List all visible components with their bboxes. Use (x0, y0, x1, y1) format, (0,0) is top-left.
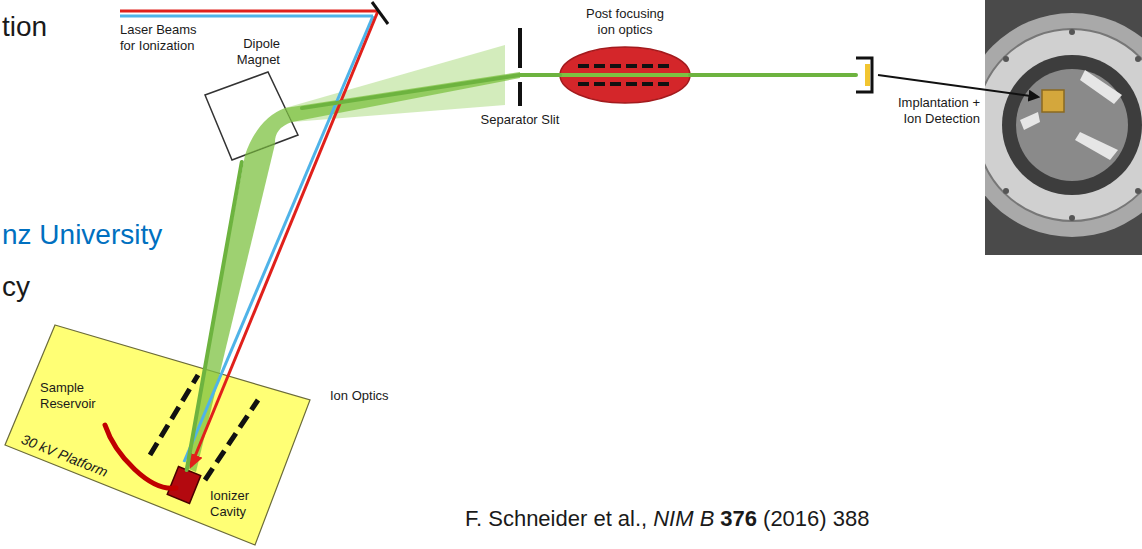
optics-electrode (578, 64, 672, 68)
optics-ellipse (560, 47, 690, 103)
part-label: Laser Beams for Ionization (120, 22, 212, 53)
cavity-body (167, 467, 200, 504)
slit-jaw (518, 82, 522, 106)
slide-text: cy (2, 270, 30, 304)
ionizer-cavity: Ionizer Cavity (172, 470, 196, 500)
detector-holder (856, 58, 872, 92)
implantation-foil (865, 64, 870, 86)
optics-electrode (578, 82, 672, 86)
laser-mirror (372, 2, 388, 24)
label-holder: cy (2, 270, 30, 304)
citation: F. Schneider et al.,NIM B376(2016) 388 (465, 506, 869, 532)
implantation-detector: Implantation + Ion Detection (856, 56, 874, 94)
ion-beam-bend (245, 108, 292, 155)
node-shape (856, 56, 874, 94)
label-holder: nz University (2, 218, 162, 252)
focusing-optics: Post focusing ion optics (560, 47, 690, 103)
laser-beam-red (120, 10, 378, 13)
platform-band: 30 kV PlatformIonizer Cavity (0, 320, 315, 549)
ion-beam (560, 73, 690, 77)
platform-outline (5, 325, 310, 545)
slide-text: tion (2, 10, 47, 44)
part-label: Sample Reservoir (40, 380, 102, 411)
node-label: Dipole Magnet (220, 36, 280, 67)
node-label: Implantation + Ion Detection (880, 95, 980, 126)
slide-text: nz University (2, 218, 162, 252)
label-holder: Separator Slit (470, 112, 570, 128)
citation-part: (2016) 388 (763, 506, 869, 532)
dipole-magnet: Dipole Magnet (198, 70, 302, 162)
node-label: Ionizer Cavity (210, 488, 260, 519)
node-shape (198, 70, 302, 162)
citation-part: F. Schneider et al., (465, 506, 647, 532)
node-shape (560, 47, 690, 103)
part-label: Separator Slit (470, 112, 570, 128)
pointer-arrow (878, 75, 1038, 97)
slit-jaw (518, 28, 522, 68)
label-holder: Sample Reservoir (40, 380, 102, 411)
citation-part: 376 (720, 506, 757, 532)
ion-beam-connector (302, 75, 560, 108)
label-holder: Laser Beams for Ionization (120, 22, 212, 53)
ion-beam-connector (690, 73, 856, 77)
node-label: 30 kV Platform (19, 431, 110, 481)
label-holder: Ion Optics (330, 388, 389, 404)
node-shape (0, 320, 315, 549)
part-label: Ion Optics (330, 388, 389, 404)
magnet-outline (205, 72, 298, 160)
node-shape (172, 470, 196, 500)
detector-photo (985, 0, 1142, 255)
node-label: Post focusing ion optics (580, 6, 670, 37)
laser-beam-blue (120, 15, 373, 18)
citation-part: NIM B (653, 506, 714, 532)
label-holder: tion (2, 10, 47, 44)
